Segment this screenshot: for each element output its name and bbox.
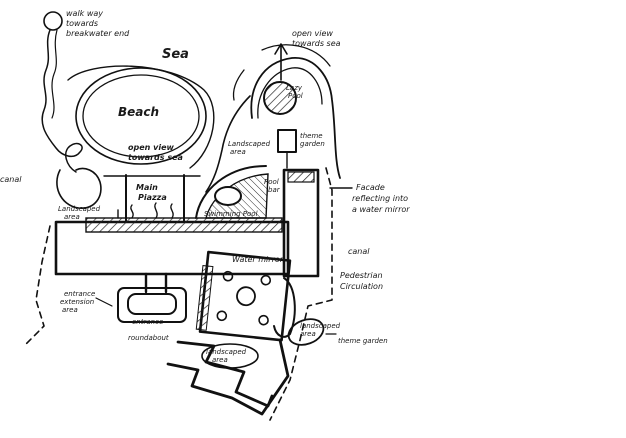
terrace-trees: [117, 202, 174, 219]
entrance-roundabout-2: roundabout: [128, 334, 169, 342]
landscaped-right-1: Landscaped: [228, 140, 271, 148]
canal-right-label: canal: [348, 247, 370, 256]
entrance-ext-2: extension: [60, 298, 94, 306]
facade-2: reflecting into: [352, 194, 408, 203]
main-piazza-1: Main: [136, 183, 158, 192]
open-view-top-2: towards sea: [292, 39, 341, 48]
landscaped-left-1: Landscaped: [58, 205, 101, 213]
pool-bar-2: bar: [268, 186, 281, 194]
facade-3: a water mirror: [352, 205, 410, 214]
left-mound: [56, 167, 102, 209]
lazy-pool-outer-arc: [261, 44, 331, 67]
landscaped-theme-1: landscaped: [300, 322, 341, 330]
theme-garden-top-1: theme: [300, 132, 323, 140]
lower-building-steps-2: [166, 338, 290, 416]
lazy-pool-2: Pool: [288, 92, 303, 100]
open-view-arrow-top: [274, 43, 288, 81]
landscaped-area-bottom: [201, 343, 259, 369]
right-tower-block: [282, 168, 320, 278]
water-mirror-label: Water mirror: [232, 255, 284, 264]
open-view-mid-2: towards sea: [128, 153, 183, 162]
open-view-mid-1: open view: [128, 143, 175, 152]
site-boundary-left: [25, 225, 51, 345]
sea-label: Sea: [162, 47, 189, 62]
pool-bar-1: Pool: [264, 178, 279, 186]
theme-garden-top-2: garden: [300, 140, 325, 148]
right-tower-hatch: [287, 171, 315, 183]
main-piazza-2: Piazza: [138, 193, 167, 202]
beach-label: Beach: [118, 105, 159, 119]
entrance-roundabout-inner: [127, 293, 177, 315]
walkway-end-circle: [43, 11, 63, 31]
entrance-ext-1: entrance: [64, 290, 95, 298]
right-sweep-curve-2: [232, 69, 245, 101]
beach-outline-outer: [75, 67, 207, 165]
landscaped-theme-2: area: [300, 330, 316, 338]
water-mirror-curve: [273, 277, 296, 338]
pool-bar: [214, 186, 242, 206]
theme-garden-ellipse: [287, 318, 325, 346]
walkway-path-edge: [51, 29, 58, 119]
walkway-label-3: breakwater end: [66, 29, 130, 38]
entrance-ext-3: area: [62, 306, 78, 314]
canal-left-label: canal: [0, 175, 22, 184]
beach-outer-arc: [67, 65, 215, 169]
walkway-label-2: towards: [66, 19, 98, 28]
lazy-pool-mound-outer: [250, 57, 341, 179]
pedestrian-1: Pedestrian: [340, 271, 383, 280]
entrance-roundabout-1: entrance: [132, 318, 163, 326]
walkway-path: [41, 29, 83, 173]
facade-1: Facade: [356, 183, 385, 192]
landscaped-theme-3: theme garden: [338, 337, 388, 345]
open-view-top-1: open view: [292, 29, 333, 38]
swimming-pool-label: Swimming Pool: [204, 210, 258, 218]
theme-garden-square: [277, 129, 297, 153]
landscaped-right-2: area: [230, 148, 246, 156]
lazy-pool: [263, 81, 297, 115]
walkway-label-1: walk way: [66, 9, 103, 18]
lazy-pool-mound-inner: [257, 67, 323, 119]
beach-outline-inner: [82, 74, 200, 158]
lazy-pool-1: Lazy: [286, 84, 303, 92]
hatched-terrace: [85, 217, 283, 233]
landscaped-left-2: area: [64, 213, 80, 221]
right-sweep-curve: [205, 95, 251, 193]
swimming-pool-arc: [195, 165, 267, 219]
landscaped-bottom-1: landscaped: [206, 348, 247, 356]
pedestrian-2: Circulation: [340, 282, 383, 291]
entrance-roundabout-outer: [117, 287, 187, 323]
site-boundary-right: [269, 167, 333, 421]
landscaped-bottom-2: area: [212, 356, 228, 364]
water-mirror-block: [195, 250, 292, 342]
entrance-extension-leader: [95, 297, 113, 307]
